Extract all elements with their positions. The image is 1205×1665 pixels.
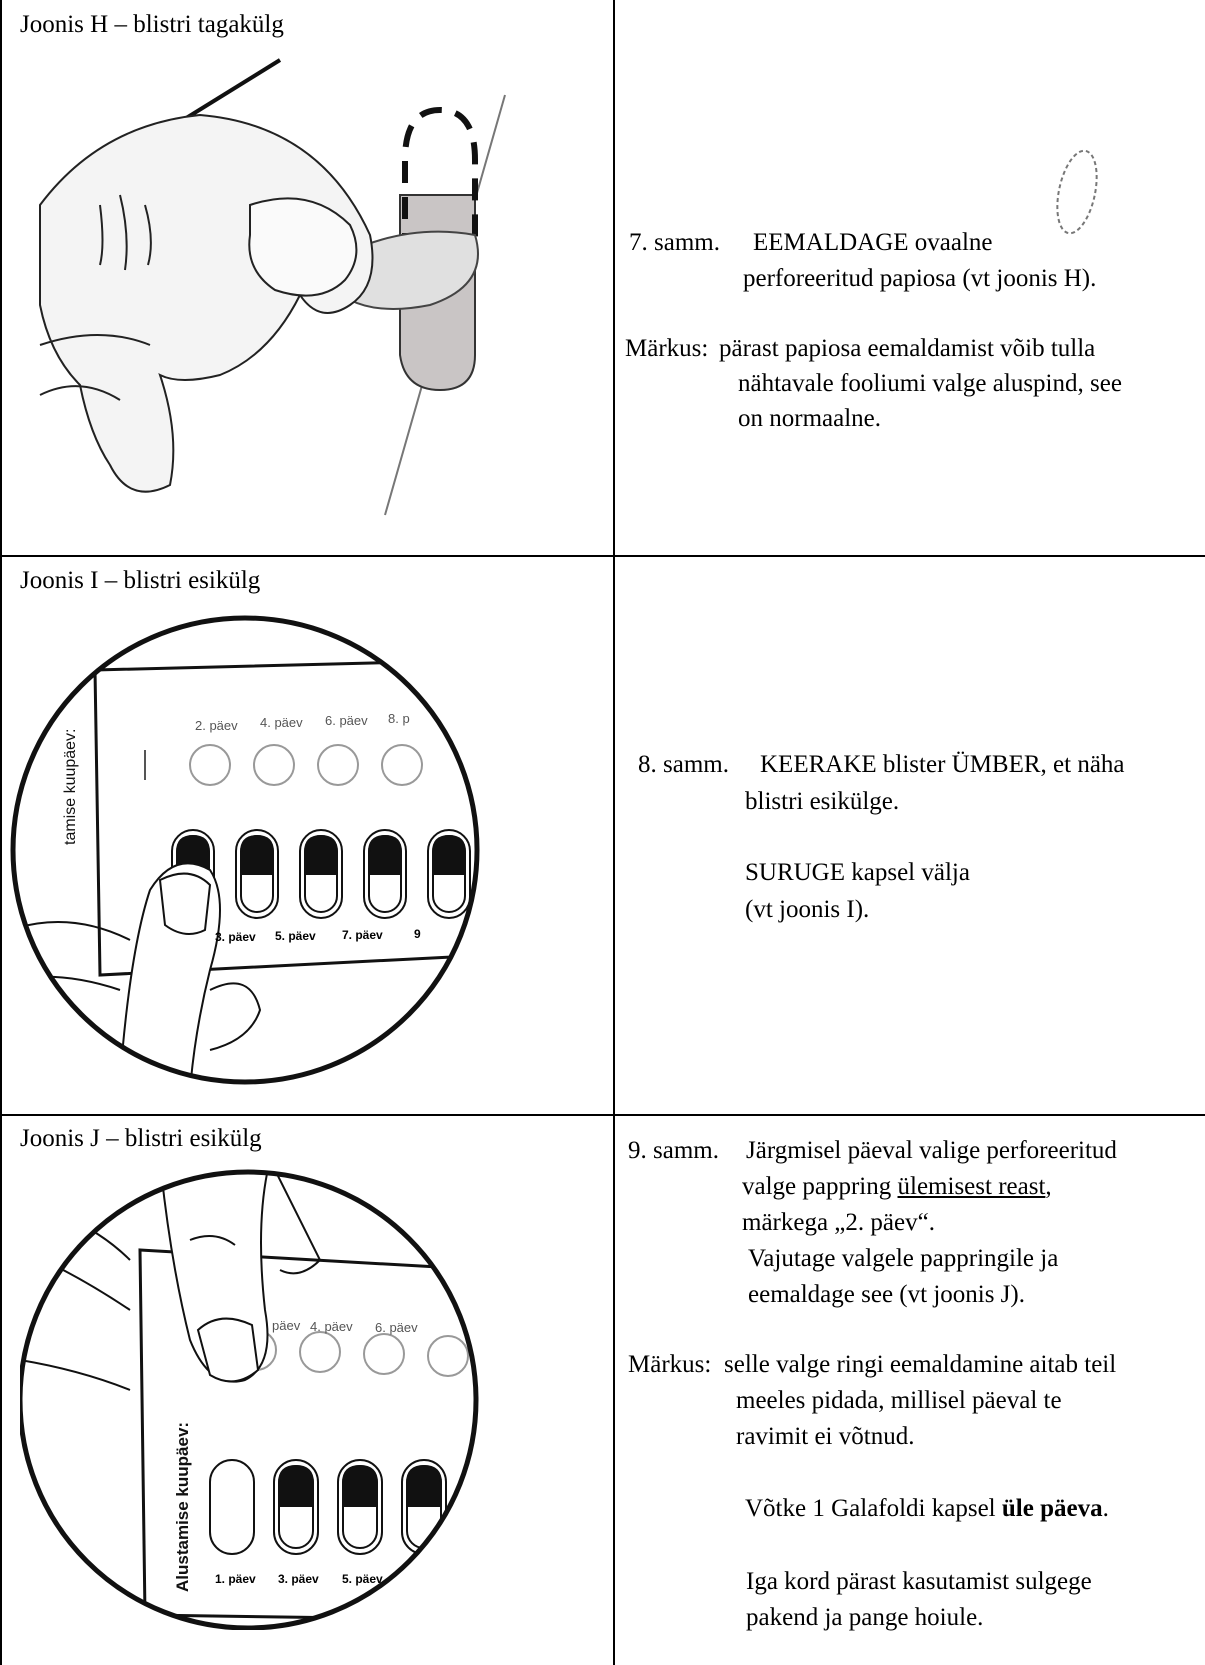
figure-h-caption: Joonis H – blistri tagakülg — [20, 10, 284, 40]
blister-j-bottom-label-1: 1. päev — [215, 1572, 256, 1586]
step-8-number: 8. samm. — [638, 748, 729, 782]
blister-j-bottom-label-3: 5. päev — [342, 1572, 383, 1586]
row-divider-2 — [0, 1114, 1205, 1116]
note-1-line-2: nähtavale fooliumi valge aluspind, see — [738, 367, 1122, 401]
note-1-line-1: pärast papiosa eemaldamist võib tulla — [719, 332, 1095, 366]
step-9-line-5: eemaldage see (vt joonis J). — [748, 1278, 1025, 1312]
row-divider-1 — [0, 555, 1205, 557]
note-3-line-3: ravimit ei võtnud. — [736, 1420, 914, 1454]
closing-line-1: Iga kord pärast kasutamist sulgege — [746, 1565, 1092, 1599]
blister-i-side-label: tamise kuupäev: — [62, 728, 80, 845]
blister-i-bottom-label-2: 5. päev — [275, 929, 316, 943]
note-1-line-3: on normaalne. — [738, 402, 881, 436]
blister-j-top-label-2: 4. päev — [310, 1319, 353, 1334]
blister-i-top-label-4: 8. p — [388, 711, 410, 726]
note-3-label: Märkus: — [628, 1348, 711, 1382]
step-7-text: EEMALDAGE ovaalne — [753, 226, 993, 260]
figure-i-illustration — [10, 610, 490, 1090]
step-8-line-2: blistri esikülge. — [745, 785, 899, 819]
step-8-line-3: SURUGE kapsel välja — [745, 856, 970, 890]
blister-i-top-label-2: 4. päev — [260, 715, 303, 730]
dosage-instruction: Võtke 1 Galafoldi kapsel üle päeva. — [745, 1492, 1109, 1526]
blister-i-top-label-3: 6. päev — [325, 713, 368, 728]
step-9-number: 9. samm. — [628, 1134, 719, 1168]
note-1-label: Märkus: — [625, 332, 708, 366]
step-8-line-1: KEERAKE blister ÜMBER, et näha — [760, 748, 1125, 782]
blister-j-top-label-3: 6. päev — [375, 1320, 418, 1335]
blister-i-bottom-label-3: 7. päev — [342, 928, 383, 942]
blister-i-top-label-1: 2. päev — [195, 718, 238, 733]
figure-j-caption: Joonis J – blistri esikülg — [20, 1124, 262, 1154]
step-9-line-1: Järgmisel päeval valige perforeeritud — [746, 1134, 1117, 1168]
blister-i-bottom-label-1: 3. päev — [215, 930, 256, 944]
note-3-line-2: meeles pidada, millisel päeval te — [736, 1384, 1062, 1418]
figure-h-illustration — [20, 55, 580, 535]
figure-j-illustration — [20, 1160, 490, 1630]
step-9-line-2: valge pappring ülemisest reast, — [742, 1170, 1052, 1204]
blister-j-side-label: Alustamise kuupäev: — [173, 1422, 193, 1592]
oval-perforation-icon — [1050, 145, 1105, 240]
table-column-divider — [613, 0, 615, 1665]
figure-i-caption: Joonis I – blistri esikülg — [20, 566, 260, 596]
step-8-line-4: (vt joonis I). — [745, 893, 869, 927]
blister-i-bottom-label-4: 9 — [414, 927, 421, 941]
table-left-border — [0, 0, 2, 1665]
step-7-text-2: perforeeritud papiosa (vt joonis H). — [743, 262, 1096, 296]
step-9-line-3: märkega „2. päev“. — [742, 1206, 935, 1240]
step-7-number: 7. samm. — [629, 226, 720, 260]
note-3-line-1: selle valge ringi eemaldamine aitab teil — [724, 1348, 1116, 1382]
blister-j-bottom-label-2: 3. päev — [278, 1572, 319, 1586]
blister-j-top-label-1: päev — [272, 1318, 300, 1333]
step-9-line-4: Vajutage valgele pappringile ja — [748, 1242, 1058, 1276]
closing-line-2: pakend ja pange hoiule. — [746, 1601, 983, 1635]
